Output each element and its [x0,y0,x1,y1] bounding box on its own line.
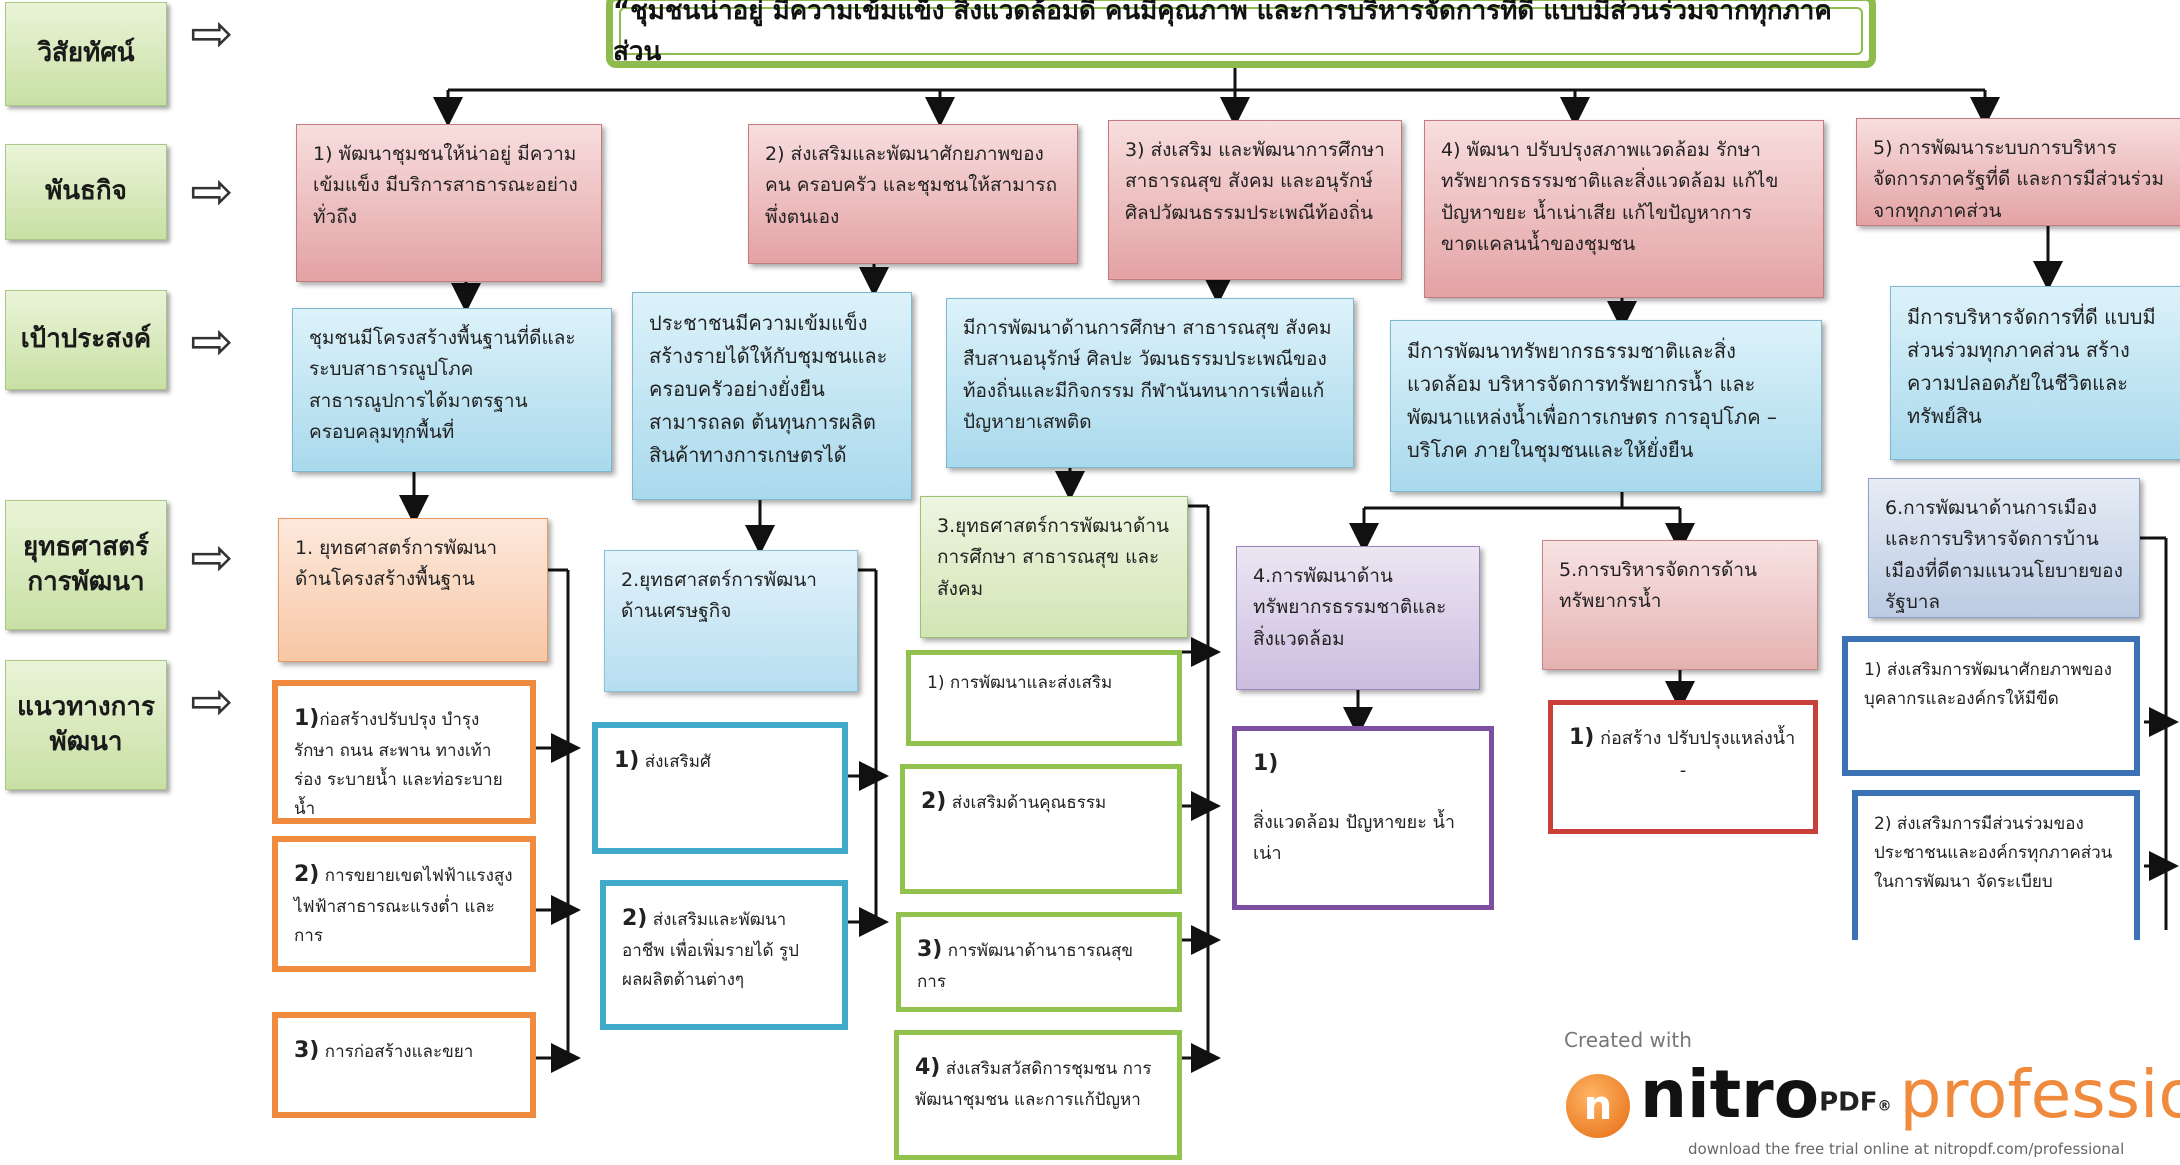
label-mission: พันธกิจ [5,144,167,240]
guideline-box-s5-1: 1) ก่อสร้าง ปรับปรุงแหล่งน้ำ - [1548,700,1818,834]
strategy-box-5: 5.การบริหารจัดการด้านทรัพยากรน้ำ [1542,540,1818,670]
strategy-box-4: 4.การพัฒนาด้านทรัพยากรธรรมชาติและสิ่งแวด… [1236,546,1480,690]
guideline-box-s2-1: 1) ส่งเสริมศั [592,722,848,854]
guideline-text: การก่อสร้างและขยา [319,1042,474,1062]
guideline-box-s4-1: 1) สิ่งแวดล้อม ปัญหาขยะ น้ำเน่า [1232,726,1494,910]
strategy-box-1: 1. ยุทธศาสตร์การพัฒนาด้านโครงสร้างพื้นฐา… [278,518,548,662]
label-strategy: ยุทธศาสตร์ การพัฒนา [5,500,167,630]
watermark-download: download the free trial online at nitrop… [1688,1140,2125,1158]
guideline-text: สิ่งแวดล้อม ปัญหาขยะ น้ำเน่า [1253,812,1455,864]
guideline-text: ส่งเสริมศั [639,752,711,772]
strategy-box-2: 2.ยุทธศาสตร์การพัฒนาด้านเศรษฐกิจ [604,550,858,692]
guideline-box-s6-1: 1) ส่งเสริมการพัฒนาศักยภาพของบุคลากรและอ… [1842,636,2140,776]
guideline-text: การขยายเขตไฟฟ้าแรงสูง ไฟฟ้าสาธารณะแรงต่ำ… [294,866,513,947]
vision-box: “ชุมชนน่าอยู่ มีความเข้มแข็ง สิ่งแวดล้อม… [606,0,1876,68]
goal-box-3: มีการพัฒนาด้านการศึกษา สาธารณสุข สังคม ส… [946,298,1354,468]
guideline-text: ส่งเสริมและพัฒนาอาชีพ เพื่อเพิ่มรายได้ ร… [622,910,799,991]
watermark-professional: professiona [1899,1056,2180,1133]
guideline-box-s6-2: 2) ส่งเสริมการมีส่วนร่วมของประชาชนและองค… [1852,790,2140,940]
goal-box-2: ประชาชนมีความเข้มแข็ง สร้างรายได้ให้กับช… [632,292,912,500]
label-goal: เป้าประสงค์ [5,290,167,390]
guideline-text: 2) ส่งเสริมการมีส่วนร่วมของประชาชนและองค… [1874,814,2113,892]
guideline-text: 1) ส่งเสริมการพัฒนาศักยภาพของบุคลากรและอ… [1864,660,2112,709]
right-arrow-icon: ⇨ [190,528,234,588]
goal-box-1: ชุมชนมีโครงสร้างพื้นฐานที่ดีและระบบสาธาร… [292,308,612,472]
guideline-box-s3-1: 1) การพัฒนาและส่งเสริม [906,650,1182,746]
watermark-reg: ® [1877,1098,1892,1115]
guideline-box-s1-1: 1)ก่อสร้างปรับปรุง บำรุงรักษา ถนน สะพาน … [272,680,536,824]
guideline-subtext: - [1679,760,1687,782]
guideline-box-s1-2: 2) การขยายเขตไฟฟ้าแรงสูง ไฟฟ้าสาธารณะแรง… [272,836,536,972]
guideline-box-s3-3: 3) การพัฒนาด้านาธารณสุข การ [896,912,1182,1012]
label-vision: วิสัยทัศน์ [5,2,167,106]
guideline-number: 2) [921,789,947,814]
mission-box-4: 4) พัฒนา ปรับปรุงสภาพแวดล้อม รักษาทรัพยา… [1424,120,1824,298]
guideline-number: 4) [915,1055,941,1080]
guideline-text: ก่อสร้าง ปรับปรุงแหล่งน้ำ [1594,728,1796,749]
guideline-number: 1) [294,706,320,731]
strategy-box-3: 3.ยุทธศาสตร์การพัฒนาด้านการศึกษา สาธารณส… [920,496,1188,638]
mission-box-5: 5) การพัฒนาระบบการบริหารจัดการภาครัฐที่ด… [1856,118,2180,226]
guideline-text: ส่งเสริมสวัสดิการชุมชน การพัฒนาชุมชน และ… [915,1059,1152,1111]
strategy-box-6: 6.การพัฒนาด้านการเมืองและการบริหารจัดการ… [1868,478,2140,618]
mission-box-2: 2) ส่งเสริมและพัฒนาศักยภาพของคน ครอบครัว… [748,124,1078,264]
mission-box-3: 3) ส่งเสริม และพัฒนาการศึกษา สาธารณสุข ส… [1108,120,1402,280]
right-arrow-icon: ⇨ [190,672,234,732]
goal-box-4: มีการพัฒนาทรัพยากรธรรมชาติและสิ่งแวดล้อม… [1390,320,1822,492]
mission-box-1: 1) พัฒนาชุมชนให้น่าอยู่ มีความเข้มแข็ง ม… [296,124,602,282]
guideline-number: 3) [917,937,943,962]
right-arrow-icon: ⇨ [190,312,234,372]
guideline-number: 2) [622,906,648,931]
watermark-brand: nitroPDF® professiona [1640,1056,2180,1133]
guideline-number: 2) [294,862,320,887]
guideline-number: 1) [1569,725,1595,750]
nitro-logo-icon: n [1566,1074,1630,1138]
guideline-number: 3) [294,1038,320,1063]
right-arrow-icon: ⇨ [190,4,234,64]
goal-box-5: มีการบริหารจัดการที่ดี แบบมีส่วนร่วมทุกภ… [1890,286,2180,460]
guideline-text: ส่งเสริมด้านคุณธรรม [946,793,1107,813]
guideline-text: 1) การพัฒนาและส่งเสริม [927,673,1113,693]
guideline-box-s3-4: 4) ส่งเสริมสวัสดิการชุมชน การพัฒนาชุมชน … [894,1030,1182,1160]
guideline-box-s3-2: 2) ส่งเสริมด้านคุณธรรม [900,764,1182,894]
watermark-nitro: nitro [1640,1056,1820,1133]
guideline-number: 1) [614,748,640,773]
guideline-text: ก่อสร้างปรับปรุง บำรุงรักษา ถนน สะพาน ทา… [294,710,503,820]
guideline-number: 1) [1253,751,1279,776]
guideline-text: การพัฒนาด้านาธารณสุข การ [917,941,1134,993]
label-guideline: แนวทางการ พัฒนา [5,660,167,790]
watermark-pdf: PDF [1819,1087,1878,1118]
right-arrow-icon: ⇨ [190,162,234,222]
guideline-box-s1-3: 3) การก่อสร้างและขยา [272,1012,536,1118]
vision-text: “ชุมชนน่าอยู่ มีความเข้มแข็ง สิ่งแวดล้อม… [613,0,1832,67]
watermark-created: Created with [1564,1028,1692,1052]
guideline-box-s2-2: 2) ส่งเสริมและพัฒนาอาชีพ เพื่อเพิ่มรายได… [600,880,848,1030]
